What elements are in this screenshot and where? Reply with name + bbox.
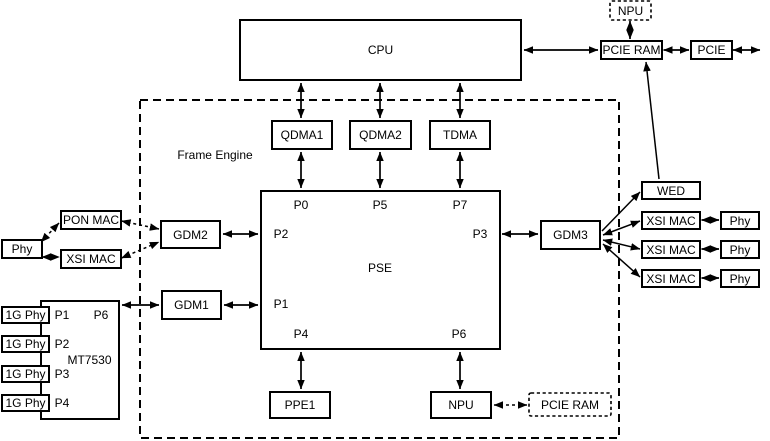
mt7530-block	[40, 300, 120, 420]
mt7530-port-p2-text: P2	[54, 337, 70, 351]
xsi-mac-right-3-block: XSI MAC	[641, 269, 701, 288]
wire-gdm3-xsimac1	[602, 220, 641, 236]
mt7530-label: MT7530	[66, 353, 113, 367]
pse-label: PSE	[355, 261, 405, 275]
pse-port-p3: P3	[470, 227, 490, 241]
qdma2-block: QDMA2	[349, 120, 412, 150]
mt7530-port-p1: P1	[53, 308, 71, 322]
npu-block: NPU	[430, 391, 492, 419]
tdma-block: TDMA	[429, 120, 491, 150]
xsi-mac-wan-block: XSI MAC	[60, 249, 122, 269]
pse-port-p5-text: P5	[372, 198, 388, 212]
npu-host-block: NPU	[610, 1, 651, 20]
pcie-ram-npu-box-outline	[528, 392, 612, 417]
gphy-2-block: 1G Phy	[1, 335, 50, 353]
npu-host-label: NPU	[617, 3, 644, 18]
phy-wan-block: Phy	[1, 239, 43, 259]
phy-right-1-block: Phy	[720, 211, 760, 230]
pse-port-p0-text: P0	[293, 198, 309, 212]
pse-port-p0: P0	[291, 198, 311, 212]
xsi-mac-right-3-label: XSI MAC	[646, 271, 696, 286]
pse-port-p3-text: P3	[472, 227, 488, 241]
qdma2-label: QDMA2	[359, 128, 402, 142]
phy-right-1-label: Phy	[729, 213, 751, 228]
wire-gdm3-xsimac3	[602, 243, 641, 278]
ppe1-label: PPE1	[284, 398, 316, 412]
gphy-4-block: 1G Phy	[1, 394, 50, 412]
phy-right-2-block: Phy	[720, 240, 760, 259]
cpu-block: CPU	[239, 19, 522, 81]
mt7530-text: MT7530	[67, 353, 112, 367]
mt7530-port-p3: P3	[53, 367, 71, 381]
wed-block: WED	[641, 181, 701, 200]
gdm1-label: GDM1	[174, 298, 209, 312]
npu-label: NPU	[448, 398, 474, 412]
xsi-mac-right-2-label: XSI MAC	[646, 242, 696, 257]
cpu-label: CPU	[367, 43, 394, 57]
mt7530-port-p6-text: P6	[93, 308, 109, 322]
phy-wan-label: Phy	[11, 242, 33, 256]
pcie-block: PCIE	[690, 40, 733, 60]
xsi-mac-right-2-block: XSI MAC	[641, 240, 701, 259]
qdma1-label: QDMA1	[280, 128, 324, 142]
gdm2-block: GDM2	[160, 220, 221, 249]
frame-engine-label: Frame Engine	[176, 148, 254, 162]
wire-xsimacwan-gdm2	[121, 241, 160, 259]
pse-port-p5: P5	[370, 198, 390, 212]
pse-port-p2: P2	[271, 227, 291, 241]
gphy-2-label: 1G Phy	[5, 337, 46, 351]
pcie-ram-host-label: PCIE RAM	[602, 43, 661, 57]
wire-gdm3-wed	[601, 191, 641, 232]
pse-block	[260, 190, 501, 350]
mt7530-port-p3-text: P3	[54, 367, 70, 381]
wire-phywan-ponmac	[40, 222, 60, 243]
mt7530-port-p1-text: P1	[54, 308, 70, 322]
pse-port-p6-text: P6	[451, 327, 467, 341]
gphy-3-label: 1G Phy	[5, 367, 46, 381]
phy-right-3-block: Phy	[720, 269, 760, 288]
wire-wed-pcieram	[643, 61, 660, 180]
gphy-1-block: 1G Phy	[1, 306, 50, 324]
xsi-mac-wan-label: XSI MAC	[66, 252, 116, 266]
gphy-3-block: 1G Phy	[1, 365, 50, 383]
gdm2-label: GDM2	[173, 227, 208, 242]
qdma1-block: QDMA1	[271, 120, 333, 150]
mt7530-port-p2: P2	[53, 337, 71, 351]
pse-port-p1-text: P1	[273, 297, 289, 311]
pse-port-p7-text: P7	[452, 198, 468, 212]
xsi-mac-right-1-label: XSI MAC	[646, 213, 696, 228]
pse-port-p4-text: P4	[293, 327, 309, 341]
pcie-ram-npu-label: PCIE RAM	[540, 397, 599, 412]
mt7530-port-p6: P6	[91, 308, 111, 322]
frame-engine-text: Frame Engine	[177, 148, 253, 162]
ppe1-block: PPE1	[269, 391, 331, 419]
wed-label: WED	[657, 183, 685, 198]
pcie-ram-host-block: PCIE RAM	[600, 40, 663, 60]
mt7530-port-p4-text: P4	[54, 396, 70, 410]
tdma-label: TDMA	[443, 128, 477, 142]
pse-port-p4: P4	[291, 327, 311, 341]
pon-mac-label: PON MAC	[62, 213, 119, 227]
pse-text: PSE	[367, 261, 392, 275]
pcie-label: PCIE	[697, 43, 726, 57]
gdm3-label: GDM3	[553, 228, 588, 242]
pse-port-p6: P6	[449, 327, 469, 341]
phy-right-3-label: Phy	[729, 271, 751, 286]
phy-right-2-label: Phy	[729, 242, 751, 257]
pcie-ram-npu-block: PCIE RAM	[529, 393, 611, 416]
gdm3-block: GDM3	[540, 220, 601, 250]
pse-port-p2-text: P2	[273, 227, 289, 241]
pse-port-p7: P7	[450, 198, 470, 212]
mt7530-port-p4: P4	[53, 396, 71, 410]
gdm1-block: GDM1	[161, 290, 222, 320]
xsi-mac-right-1-block: XSI MAC	[641, 211, 701, 230]
pse-port-p1: P1	[271, 297, 291, 311]
wire-gdm3-xsimac2	[602, 238, 641, 251]
wire-ponmac-gdm2	[121, 219, 160, 231]
gphy-1-label: 1G Phy	[5, 308, 46, 322]
gphy-4-label: 1G Phy	[5, 396, 46, 410]
pon-mac-block: PON MAC	[60, 210, 122, 230]
npu-host-box-outline	[609, 0, 652, 21]
